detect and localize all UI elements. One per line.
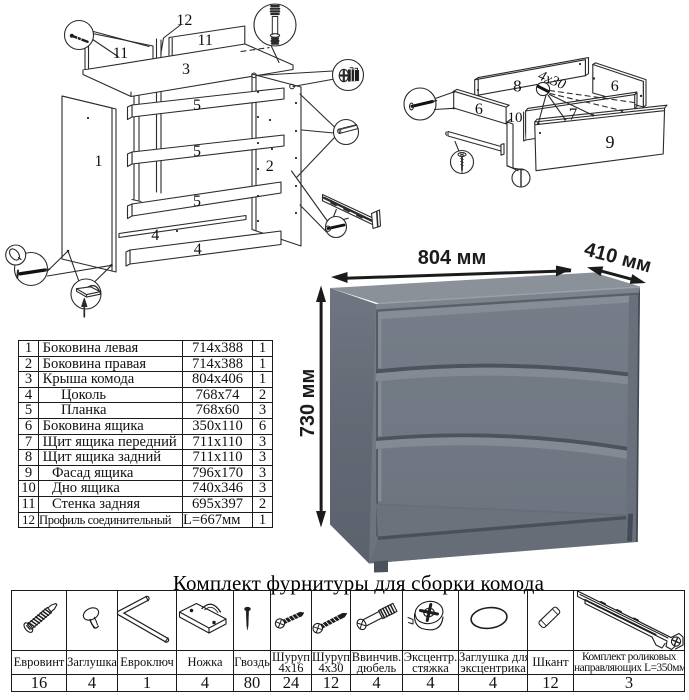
- svg-text:9: 9: [606, 132, 615, 152]
- svg-text:3: 3: [182, 61, 190, 78]
- svg-text:11: 11: [113, 45, 128, 62]
- svg-text:7: 7: [569, 105, 578, 124]
- svg-text:5: 5: [193, 193, 201, 210]
- svg-text:4: 4: [194, 241, 202, 258]
- svg-text:4: 4: [151, 227, 159, 244]
- svg-text:730 мм: 730 мм: [297, 369, 319, 438]
- svg-text:1: 1: [95, 153, 103, 170]
- svg-text:6: 6: [611, 78, 619, 95]
- svg-text:8: 8: [513, 77, 522, 96]
- svg-text:10: 10: [508, 110, 523, 126]
- svg-text:5: 5: [193, 143, 201, 160]
- svg-text:5: 5: [193, 97, 201, 114]
- svg-text:12: 12: [176, 12, 192, 29]
- svg-text:410 мм: 410 мм: [582, 238, 654, 277]
- svg-text:2: 2: [266, 158, 274, 175]
- svg-text:11: 11: [197, 32, 212, 49]
- svg-text:804 мм: 804 мм: [418, 247, 487, 269]
- svg-text:6: 6: [475, 101, 483, 118]
